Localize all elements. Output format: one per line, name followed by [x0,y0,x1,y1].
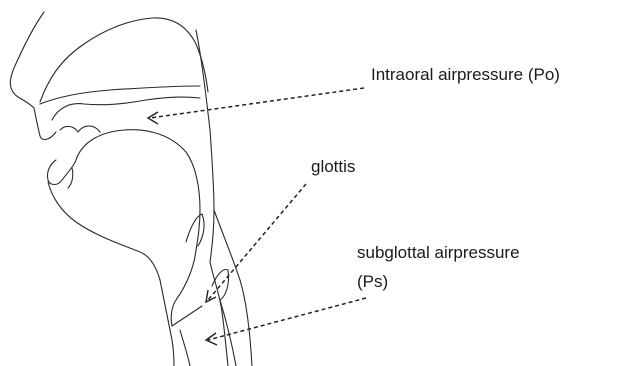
glottis-arrow [206,184,306,302]
face-profile [10,12,44,108]
jaw [48,182,160,280]
subglottal-arrow-line [208,298,366,340]
intraoral-arrow-line [150,88,364,118]
subglottal-arrowhead [206,333,217,345]
palate-curve [60,126,100,132]
glottis-arrow-line [208,184,306,300]
tongue [76,130,200,250]
glottis-label: glottis [311,157,355,176]
larynx-back [210,262,228,366]
nasal-floor [40,86,200,104]
larynx-front [171,250,196,326]
trachea-front-lower [180,330,190,366]
neck-back [214,210,252,366]
vocal-tract-outline [10,12,252,366]
epiglottis [186,214,204,246]
subglottal-label-line2: (Ps) [357,272,388,291]
vocal-folds [172,306,202,326]
hard-palate [52,97,200,120]
upper-lip [34,108,56,139]
arytenoid [212,270,229,300]
subglottal-label: subglottal airpressure [357,243,520,262]
intraoral-arrow [148,88,364,124]
intraoral-label: Intraoral airpressure (Po) [371,65,560,84]
